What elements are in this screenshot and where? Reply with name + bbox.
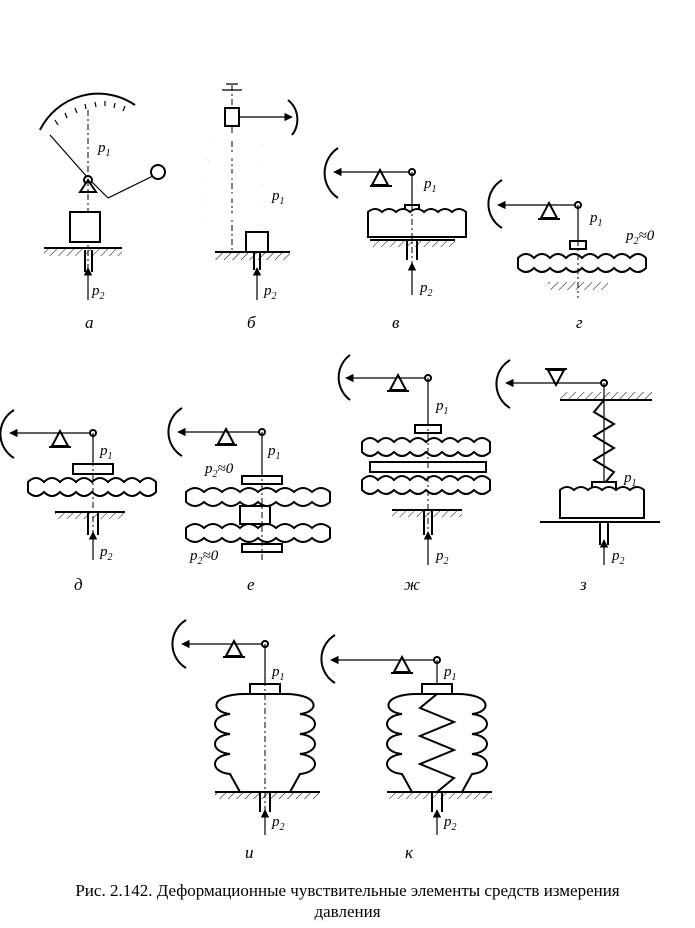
dial-scale-ticks <box>54 101 126 126</box>
svg-text:p1: p1 <box>589 210 603 229</box>
panel-caption-b: б <box>247 313 256 332</box>
svg-text:p2: p2 <box>99 544 113 563</box>
figure-caption-line-1: Рис. 2.142. Деформационные чувствительны… <box>75 881 620 900</box>
svg-text:p2: p2 <box>91 283 105 302</box>
panel-g-membrane-box: p1 p2≈0 г <box>487 179 655 332</box>
figure-caption: Рис. 2.142. Деформационные чувствительны… <box>0 880 695 922</box>
panel-caption-e: е <box>247 575 255 594</box>
svg-text:p2≈0: p2≈0 <box>625 228 655 247</box>
svg-text:p2≈0: p2≈0 <box>204 461 234 480</box>
panel-e-double-capsule: p2≈0 p1 p2≈0 е <box>167 407 331 594</box>
svg-text:p2: p2 <box>419 280 433 299</box>
panel-a-bourdon-tube: p1 p2 а <box>0 87 166 332</box>
svg-text:p1: p1 <box>267 443 281 462</box>
panel-i-bellows: p1 p2 и <box>171 619 320 862</box>
panel-caption-z: з <box>579 575 587 594</box>
svg-text:p1: p1 <box>435 398 449 417</box>
panel-caption-v: в <box>392 313 400 332</box>
figure-caption-line-2: давления <box>314 902 381 921</box>
panel-d-capsule: p1 p2 д <box>0 409 157 594</box>
svg-text:p1: p1 <box>99 443 113 462</box>
panel-v-membrane: p1 p2 в <box>323 147 467 332</box>
svg-text:p2: p2 <box>263 283 277 302</box>
panel-caption-d: д <box>74 575 83 594</box>
panel-caption-k: к <box>405 843 414 862</box>
helix-coils <box>205 133 264 228</box>
svg-text:p1: p1 <box>97 140 111 159</box>
panel-z-spring-membrane: p1 p2 з <box>495 359 660 594</box>
panel-caption-zh: ж <box>404 575 420 594</box>
svg-text:p2: p2 <box>435 548 449 567</box>
p1-label-text: p <box>97 140 106 156</box>
svg-text:p2: p2 <box>271 814 285 833</box>
svg-text:p2≈0: p2≈0 <box>189 548 219 567</box>
svg-text:p2: p2 <box>443 814 457 833</box>
p2-label-text: p <box>91 283 100 299</box>
svg-text:p1: p1 <box>623 470 637 489</box>
panel-b-helical-tube: p1 p2 б <box>205 83 299 332</box>
svg-text:p1: p1 <box>423 176 437 195</box>
panel-k-bellows-spring: p1 p2 к <box>320 634 492 862</box>
svg-text:p2: p2 <box>611 548 625 567</box>
p1-subscript: 1 <box>106 148 111 159</box>
svg-text:p1: p1 <box>271 664 285 683</box>
panel-caption-i: и <box>245 843 254 862</box>
panel-zh-capsule-stack: p1 p2 ж <box>337 354 491 594</box>
svg-text:p1: p1 <box>271 188 285 207</box>
panel-caption-g: г <box>576 313 583 332</box>
svg-text:p1: p1 <box>443 664 457 683</box>
pressure-elements-figure: p1 p2 а p1 p2 б <box>0 83 660 862</box>
panel-caption-a: а <box>85 313 94 332</box>
p2-subscript: 2 <box>100 291 105 302</box>
